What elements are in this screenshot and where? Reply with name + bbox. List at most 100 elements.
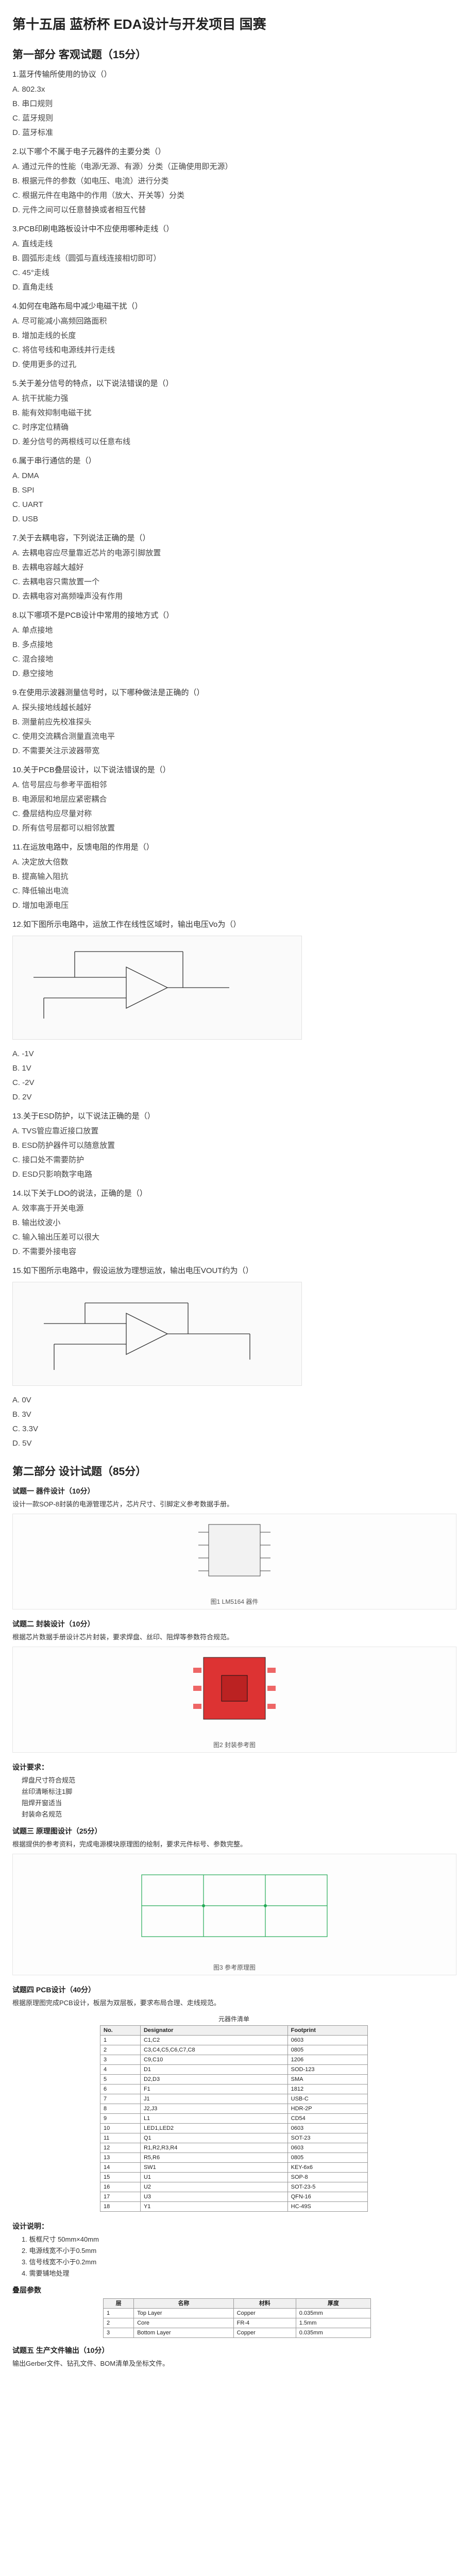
question-stem: 14.以下关于LDO的说法，正确的是（） [12,1189,147,1198]
bom-cell: 17 [100,2192,141,2202]
question-option: A. 尽可能减小高频回路面积 [12,317,107,326]
bom-cell: 14 [100,2162,141,2173]
schematic-figure: 图3 参考原理图 [12,1854,456,1975]
question-stem: 5.关于差分信号的特点，以下说法错误的是（） [12,379,174,388]
question-options: A. 通过元件的性能（电源/无源、有源）分类（正确使用即无源）B. 根据元件的参… [12,161,462,216]
question-option: D. 元件之间可以任意替换或者相互代替 [12,206,146,214]
bom-cell: HC-49S [287,2201,368,2212]
bom-cell: 11 [100,2133,141,2143]
page-title: 第十五届 蓝桥杯 EDA设计与开发项目 国赛 [12,16,266,32]
question-option: C. 将信号线和电源线并行走线 [12,346,115,354]
question-option: D. 去耦电容对高频噪声没有作用 [12,592,123,601]
question-option: B. 1V [12,1064,31,1073]
layer-header-cell: 材料 [233,2298,296,2309]
bom-cell: 9 [100,2113,141,2124]
question-option: C. 去耦电容只需放置一个 [12,578,100,586]
question-option: A. 去耦电容应尽量靠近芯片的电源引脚放置 [12,549,161,557]
bom-cell: C3,C4,C5,C6,C7,C8 [140,2045,288,2055]
question-option: C. 45°走线 [12,268,49,277]
layer-cell: 0.035mm [295,2328,371,2338]
question-option: A. 单点接地 [12,626,53,635]
bom-cell: 7 [100,2094,141,2104]
requirement-item: 阻焊开窗适当 [22,1799,62,1807]
question-option: B. 测量前应先校准探头 [12,718,92,726]
question-option: D. 不需要关注示波器带宽 [12,747,100,755]
question-option: A. 直线走线 [12,240,53,248]
question-stem: 10.关于PCB叠层设计，以下说法错误的是（） [12,766,171,774]
chip-figure-caption: 图1 LM5164 器件 [210,1598,259,1605]
question-option: B. 电源层和地层应紧密耦合 [12,795,107,804]
layer-cell: 1 [103,2308,134,2318]
question-option: A. 0V [12,1396,31,1404]
question-option: B. 串口规则 [12,99,53,108]
opamp-circuit-drawing [33,951,229,1019]
footprint-drawing [193,1657,276,1720]
bom-cell: USB-C [287,2094,368,2104]
question-option: A. 探头接地线越长越好 [12,703,92,712]
bom-cell: J2,J3 [140,2104,288,2114]
layer-cell: 0.035mm [295,2308,371,2318]
requirements-title: 设计要求： [12,1763,48,1771]
question-option: D. 直角走线 [12,283,54,292]
layer-cell: Copper [233,2308,296,2318]
question-option: D. 差分信号的两根线可以任意布线 [12,437,131,446]
bom-cell: U1 [140,2172,288,2182]
bom-cell: U2 [140,2182,288,2192]
bom-header-cell: Designator [140,2025,288,2036]
bom-cell: CD54 [287,2113,368,2124]
note-item: 3. 信号线宽不小于0.2mm [22,2258,97,2266]
bom-cell: 5 [100,2074,141,2084]
layer-cell: Core [133,2318,234,2328]
schematic-drawing [141,1874,328,1937]
bom-cell: 1 [100,2035,141,2045]
bom-cell: SOP-8 [287,2172,368,2182]
bom-cell: 3 [100,2055,141,2065]
question-option: B. 去耦电容越大越好 [12,563,84,572]
question-option: C. 蓝牙规则 [12,114,54,123]
bom-cell: C9,C10 [140,2055,288,2065]
note-item: 2. 电源线宽不小于0.5mm [22,2247,97,2255]
requirement-item: 焊盘尺寸符合规范 [22,1776,76,1784]
bom-cell: SW1 [140,2162,288,2173]
question-option: B. 圆弧形走线（圆弧与直线连接相切即可） [12,254,161,263]
bom-cell: SOT-23 [287,2133,368,2143]
layer-cell: 3 [103,2328,134,2338]
question-option: C. 降低输出电流 [12,887,69,895]
layer-cell: 2 [103,2318,134,2328]
task1-title: 试题一 器件设计（10分） [12,1487,95,1495]
question-option: C. 叠层结构应尽量对称 [12,809,92,818]
bom-cell: KEY-6x6 [287,2162,368,2173]
question-options: A. 去耦电容应尽量靠近芯片的电源引脚放置 B. 去耦电容越大越好 C. 去耦电容只… [12,547,462,603]
requirement-item: 丝印清晰标注1脚 [22,1788,73,1795]
question-option: C. 接口处不需要防护 [12,1156,84,1164]
bom-cell: R1,R2,R3,R4 [140,2143,288,2153]
footprint-figure-caption: 图2 封装参考图 [213,1741,256,1749]
note-item: 4. 需要铺地处理 [22,2269,70,2277]
layer-cell: Bottom Layer [133,2328,234,2338]
question-stem: 9.在使用示波器测量信号时，以下哪种做法是正确的（） [12,688,205,697]
question-option: A. DMA [12,471,39,480]
bom-cell: Q1 [140,2133,288,2143]
question-stem: 13.关于ESD防护，以下说法正确的是（） [12,1112,155,1121]
